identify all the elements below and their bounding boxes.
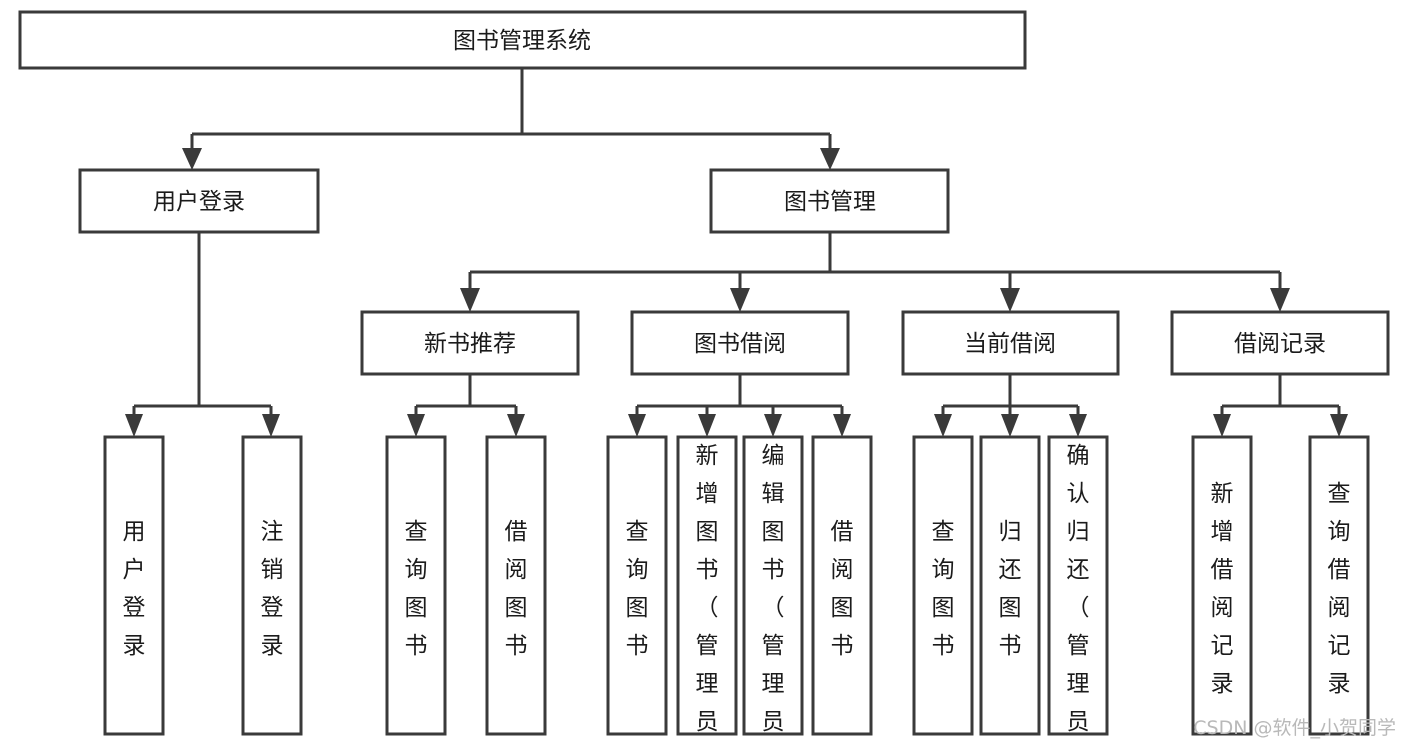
arrow-head-leaf-query-record bbox=[1330, 414, 1348, 437]
node-book-borrow[interactable]: 图书借阅 bbox=[630, 310, 850, 376]
node-leaf-borrow-book-2[interactable]: 借阅图书 bbox=[811, 435, 873, 736]
arrow-head-current-borrow bbox=[1000, 288, 1020, 312]
node-leaf-query-record-box[interactable] bbox=[1308, 435, 1370, 736]
node-leaf-query-record[interactable]: 查询借阅记录 bbox=[1308, 435, 1370, 736]
node-leaf-user-logout-box[interactable] bbox=[241, 435, 303, 736]
node-leaf-return-book[interactable]: 归还图书 bbox=[979, 435, 1041, 736]
node-root-system[interactable]: 图书管理系统 bbox=[18, 10, 1027, 70]
arrow-head-leaf-add-book bbox=[698, 414, 716, 437]
node-leaf-query-book-1-label: 查询图书 bbox=[405, 519, 428, 659]
node-current-borrow[interactable]: 当前借阅 bbox=[901, 310, 1120, 376]
arrow-head-book-borrow bbox=[730, 288, 750, 312]
arrow-head-leaf-add-record bbox=[1213, 414, 1231, 437]
node-leaf-query-record-label: 查询借阅记录 bbox=[1328, 481, 1351, 697]
arrow-head-leaf-borrow-book-2 bbox=[833, 414, 851, 437]
arrow-head-leaf-borrow-book-1 bbox=[507, 414, 525, 437]
node-new-book-recommend[interactable]: 新书推荐 bbox=[360, 310, 580, 376]
node-new-book-recommend-box[interactable] bbox=[360, 310, 580, 376]
node-leaf-query-book-1[interactable]: 查询图书 bbox=[385, 435, 447, 736]
node-leaf-query-book-3[interactable]: 查询图书 bbox=[912, 435, 974, 736]
node-leaf-user-login-box[interactable] bbox=[103, 435, 165, 736]
node-leaf-return-book-box[interactable] bbox=[979, 435, 1041, 736]
arrow-head-leaf-user-logout bbox=[262, 414, 280, 437]
arrow-head-leaf-query-book-3 bbox=[934, 414, 952, 437]
node-user-login-box[interactable] bbox=[78, 168, 320, 234]
node-root-label: 图书管理系统 bbox=[453, 28, 591, 54]
node-book-management-box[interactable] bbox=[709, 168, 950, 234]
node-leaf-query-book-2-box[interactable] bbox=[606, 435, 668, 736]
node-leaf-return-book-label: 归还图书 bbox=[999, 519, 1022, 659]
node-leaf-edit-book-box[interactable] bbox=[742, 435, 804, 736]
node-user-login[interactable]: 用户登录 bbox=[78, 168, 320, 234]
node-leaf-user-login-label: 用户登录 bbox=[123, 519, 146, 659]
node-book-management-label: 图书管理 bbox=[784, 189, 876, 215]
node-leaf-borrow-book-2-box[interactable] bbox=[811, 435, 873, 736]
node-leaf-query-book-3-label: 查询图书 bbox=[932, 519, 955, 659]
arrow-head-leaf-confirm-return bbox=[1069, 414, 1087, 437]
node-leaf-add-book-box[interactable] bbox=[676, 435, 738, 736]
node-user-login-label: 用户登录 bbox=[153, 189, 245, 215]
node-leaf-query-book-1-box[interactable] bbox=[385, 435, 447, 736]
node-root-box[interactable] bbox=[18, 10, 1027, 70]
node-book-management[interactable]: 图书管理 bbox=[709, 168, 950, 234]
watermark-text: CSDN @软件_小贺同学 bbox=[1193, 717, 1396, 739]
node-borrow-record-box[interactable] bbox=[1170, 310, 1390, 376]
arrow-head-leaf-edit-book bbox=[764, 414, 782, 437]
node-leaf-borrow-book-2-label: 借阅图书 bbox=[831, 519, 854, 659]
arrow-head-book-management bbox=[820, 148, 840, 170]
node-leaf-borrow-book-1-box[interactable] bbox=[485, 435, 547, 736]
node-leaf-add-record-box[interactable] bbox=[1191, 435, 1253, 736]
arrow-head-user-login bbox=[182, 148, 202, 170]
node-leaf-query-book-3-box[interactable] bbox=[912, 435, 974, 736]
node-leaf-user-logout[interactable]: 注销登录 bbox=[241, 435, 303, 736]
connector-layer bbox=[125, 68, 1348, 437]
arrow-head-leaf-return-book bbox=[1001, 414, 1019, 437]
node-new-book-recommend-label: 新书推荐 bbox=[424, 331, 516, 357]
arrow-head-new-book-recommend bbox=[460, 288, 480, 312]
node-leaf-query-book-2[interactable]: 查询图书 bbox=[606, 435, 668, 736]
node-borrow-record-label: 借阅记录 bbox=[1234, 331, 1326, 357]
node-leaf-confirm-return-box[interactable] bbox=[1047, 435, 1109, 736]
node-leaf-user-login[interactable]: 用户登录 bbox=[103, 435, 165, 736]
node-leaf-edit-book-label: 编辑图书（管理员） bbox=[762, 443, 785, 747]
node-leaf-query-book-2-label: 查询图书 bbox=[626, 519, 649, 659]
arrow-head-leaf-query-book-2 bbox=[628, 414, 646, 437]
node-leaf-add-book-label: 新增图书（管理员） bbox=[696, 443, 719, 747]
node-leaf-user-logout-label: 注销登录 bbox=[261, 519, 284, 659]
node-leaf-confirm-return-label: 确认归还（管理员） bbox=[1067, 443, 1090, 747]
arrow-head-borrow-record bbox=[1270, 288, 1290, 312]
node-leaf-borrow-book-1-label: 借阅图书 bbox=[505, 519, 528, 659]
node-borrow-record[interactable]: 借阅记录 bbox=[1170, 310, 1390, 376]
node-leaf-add-record-label: 新增借阅记录 bbox=[1211, 481, 1234, 697]
node-leaf-edit-book[interactable]: 编辑图书（管理员） bbox=[742, 435, 804, 747]
node-leaf-add-record[interactable]: 新增借阅记录 bbox=[1191, 435, 1253, 736]
node-leaf-add-book[interactable]: 新增图书（管理员） bbox=[676, 435, 738, 747]
node-current-borrow-label: 当前借阅 bbox=[964, 331, 1056, 357]
arrow-head-leaf-query-book-1 bbox=[407, 414, 425, 437]
node-book-borrow-label: 图书借阅 bbox=[694, 331, 786, 357]
node-leaf-borrow-book-1[interactable]: 借阅图书 bbox=[485, 435, 547, 736]
arrow-head-leaf-user-login bbox=[125, 414, 143, 437]
node-book-borrow-box[interactable] bbox=[630, 310, 850, 376]
node-current-borrow-box[interactable] bbox=[901, 310, 1120, 376]
node-leaf-confirm-return[interactable]: 确认归还（管理员） bbox=[1047, 435, 1109, 747]
